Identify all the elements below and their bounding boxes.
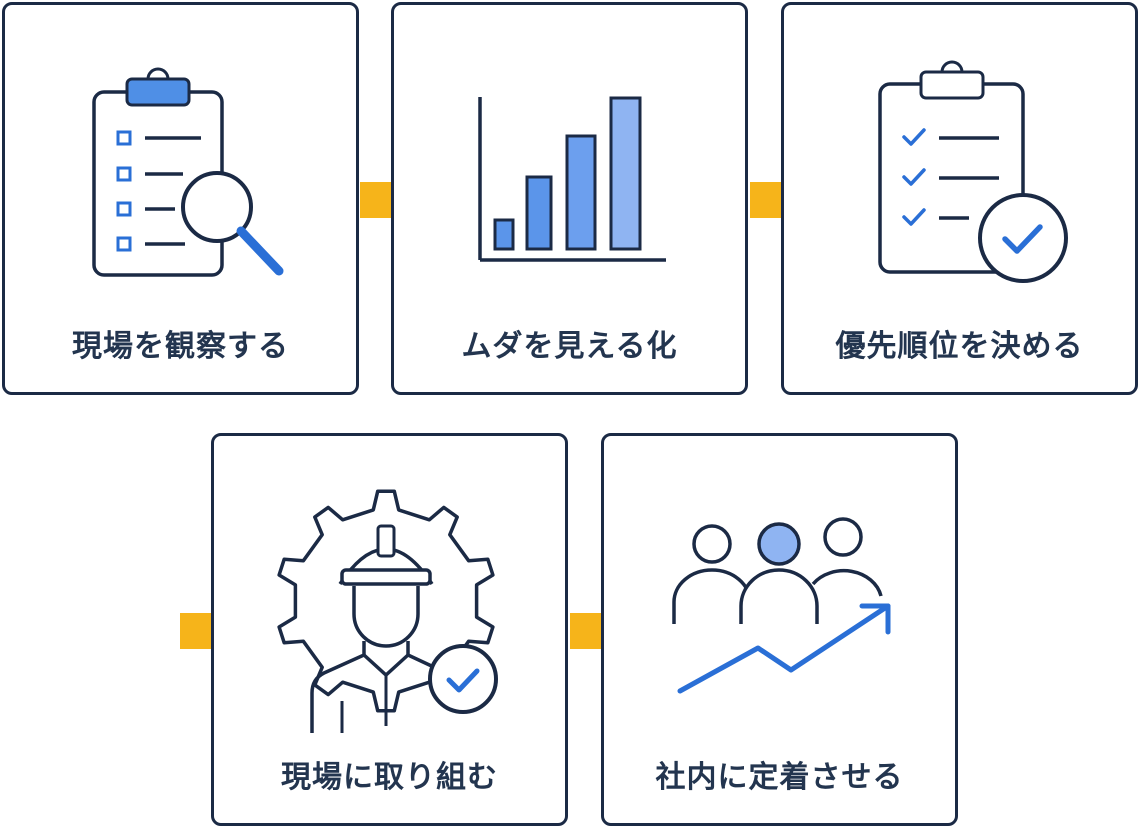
step-card-execute: 現場に取り組む — [211, 433, 568, 826]
clipboard-magnifier-icon — [92, 67, 284, 277]
step-label: ムダを見える化 — [461, 329, 678, 364]
step-label: 優先順位を決める — [835, 329, 1084, 364]
step-card-prioritize: 優先順位を決める — [781, 2, 1138, 395]
step-label: 現場を観察する — [72, 329, 289, 364]
step-label: 現場に取り組む — [281, 760, 498, 795]
step-label: 社内に定着させる — [655, 760, 904, 795]
worker-gear-check-icon — [277, 489, 498, 733]
bar-chart-icon — [478, 96, 666, 262]
team-growth-icon — [672, 517, 891, 694]
step-card-observe: 現場を観察する — [2, 2, 359, 395]
checklist-approved-icon — [878, 60, 1068, 283]
step-card-visualize: ムダを見える化 — [391, 2, 748, 395]
step-card-establish: 社内に定着させる — [601, 433, 958, 826]
